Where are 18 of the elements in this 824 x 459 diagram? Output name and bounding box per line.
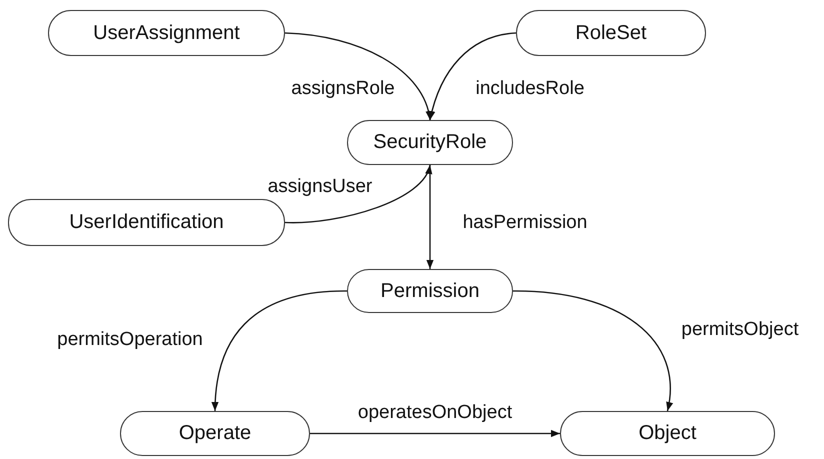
rounded-node: RoleSet (516, 10, 706, 56)
rounded-node: Object (560, 411, 775, 456)
edge-label: assignsRole (289, 78, 397, 100)
edge-label: operatesOnObject (356, 402, 514, 424)
arrow (310, 430, 560, 438)
arrow (285, 164, 431, 224)
arrow (284, 32, 432, 120)
arrow (512, 290, 672, 412)
arrow (212, 290, 348, 412)
edge-label: assignsUser (266, 176, 374, 198)
rounded-node: Permission (347, 269, 513, 313)
rounded-node: UserAssignment (48, 10, 285, 56)
rounded-node: Operate (120, 411, 310, 456)
arrow (428, 32, 516, 120)
rounded-node: UserIdentification (8, 199, 285, 246)
arrow (426, 165, 434, 269)
edge-label: permitsOperation (55, 329, 205, 351)
rounded-node: SecurityRole (347, 120, 513, 165)
